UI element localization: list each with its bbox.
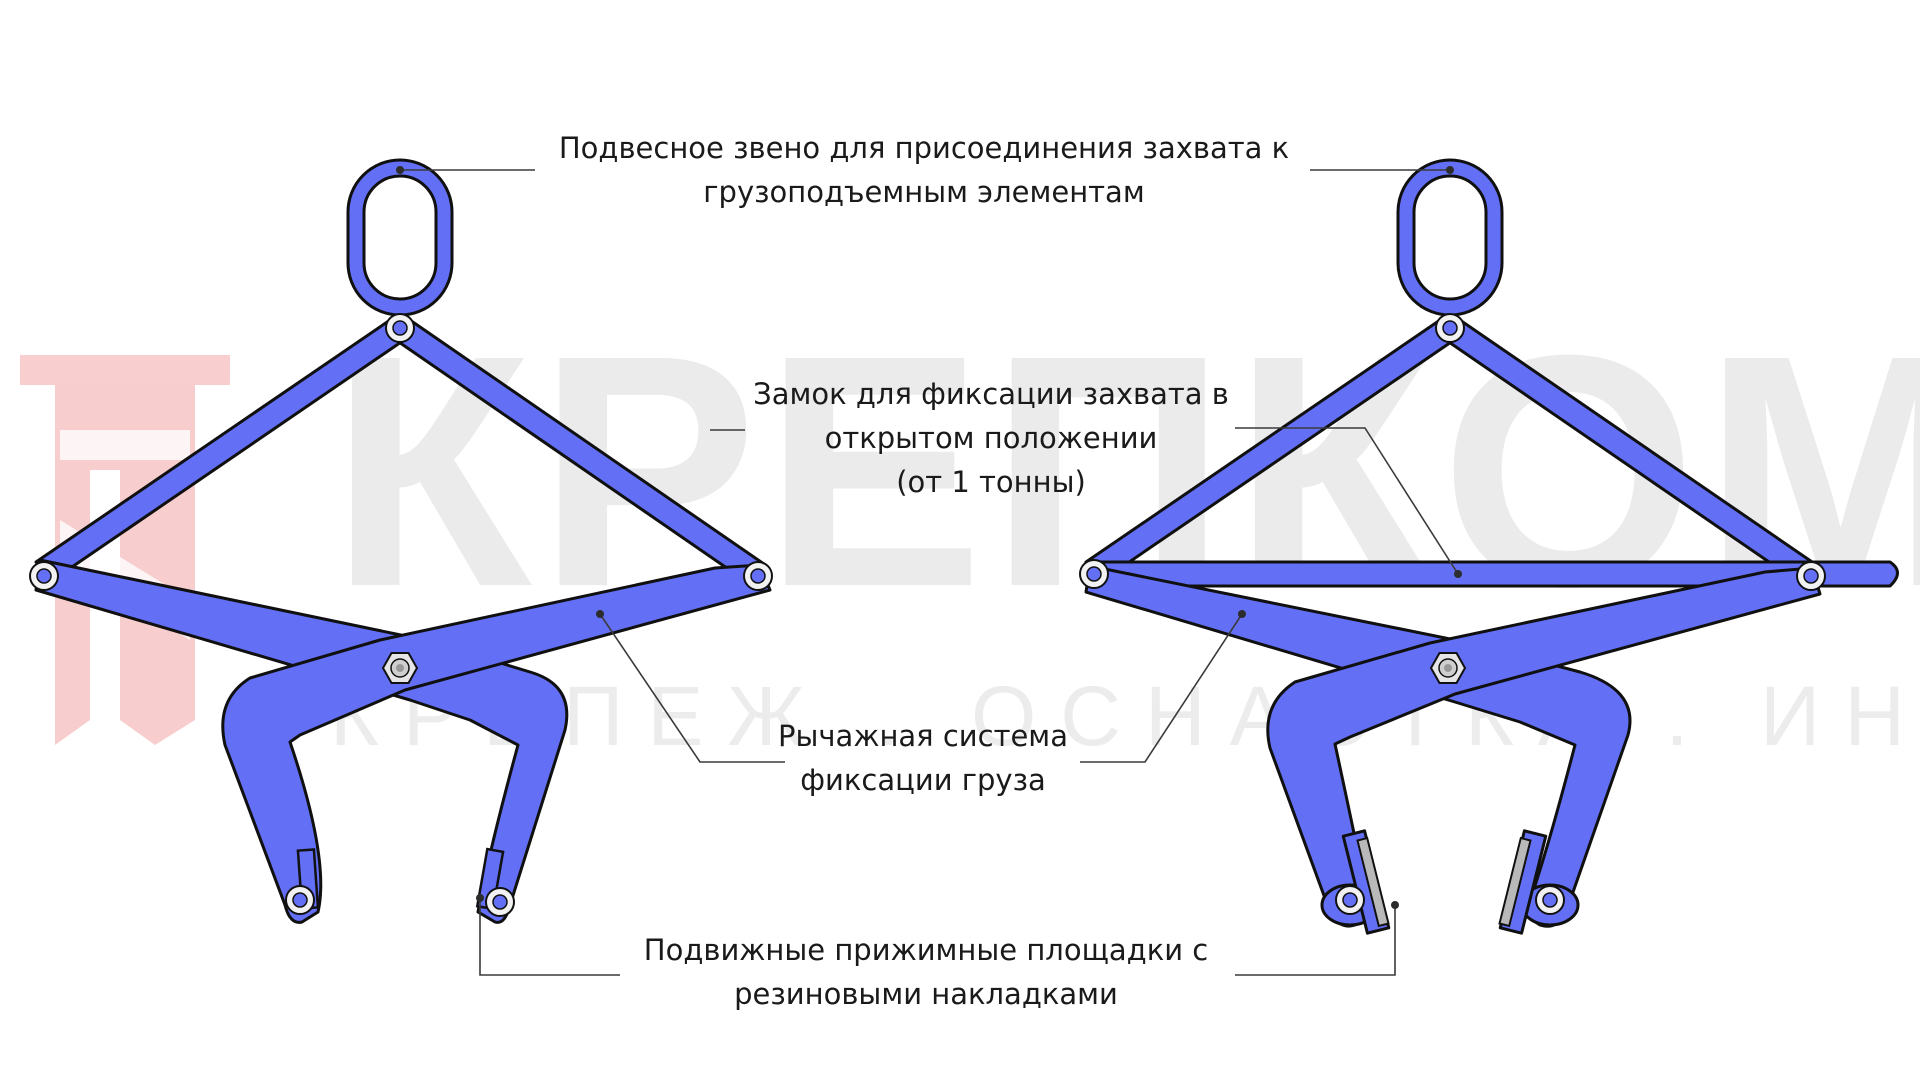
pivot-pin-icon [1335,885,1365,915]
rubber-pad-icon [1341,829,1391,935]
pivot-pin-icon [29,561,59,591]
pivot-pin-icon [1535,885,1565,915]
label-line: грузоподъемным элементам [703,175,1144,209]
suspension-link-right [1396,158,1504,317]
pivot-pin-icon [285,885,315,915]
lock-bar [1098,560,1899,588]
label-line: резиновыми накладками [734,977,1118,1011]
hex-nut-icon [382,652,418,684]
label-line: фиксации груза [800,763,1046,797]
leader-lines [396,166,1462,976]
watermark-tagline: КРЕПЕЖ . ОСНАСТКА . ИНСТРУМЕНТ [330,669,1920,763]
label-line: (от 1 тонны) [896,465,1086,499]
label-line: Подвесное звено для присоединения захват… [559,131,1289,165]
clamp-left [29,158,773,924]
label-lock: Замок для фиксации захвата в открытом по… [753,377,1229,499]
suspension-link-left [346,158,454,317]
pivot-pin-icon [1079,559,1109,589]
lever-left-b [221,563,772,924]
pivot-pin-icon [485,887,515,917]
hex-nut-icon [1430,652,1466,684]
label-line: Замок для фиксации захвата в [753,377,1229,411]
label-line: Подвижные прижимные площадки с [644,933,1208,967]
label-suspension-link: Подвесное звено для присоединения захват… [559,131,1289,209]
pivot-pin-icon [385,313,415,343]
clamp-right [1079,158,1899,935]
label-line: открытом положении [825,421,1158,455]
pivot-pin-icon [743,561,773,591]
label-pads: Подвижные прижимные площадки с резиновым… [644,933,1208,1011]
rubber-pad-icon [1498,829,1548,935]
label-line: Рычажная система [778,719,1068,753]
pivot-pin-icon [1796,561,1826,591]
label-lever-system: Рычажная система фиксации груза [778,719,1068,797]
pivot-pin-icon [1435,313,1465,343]
